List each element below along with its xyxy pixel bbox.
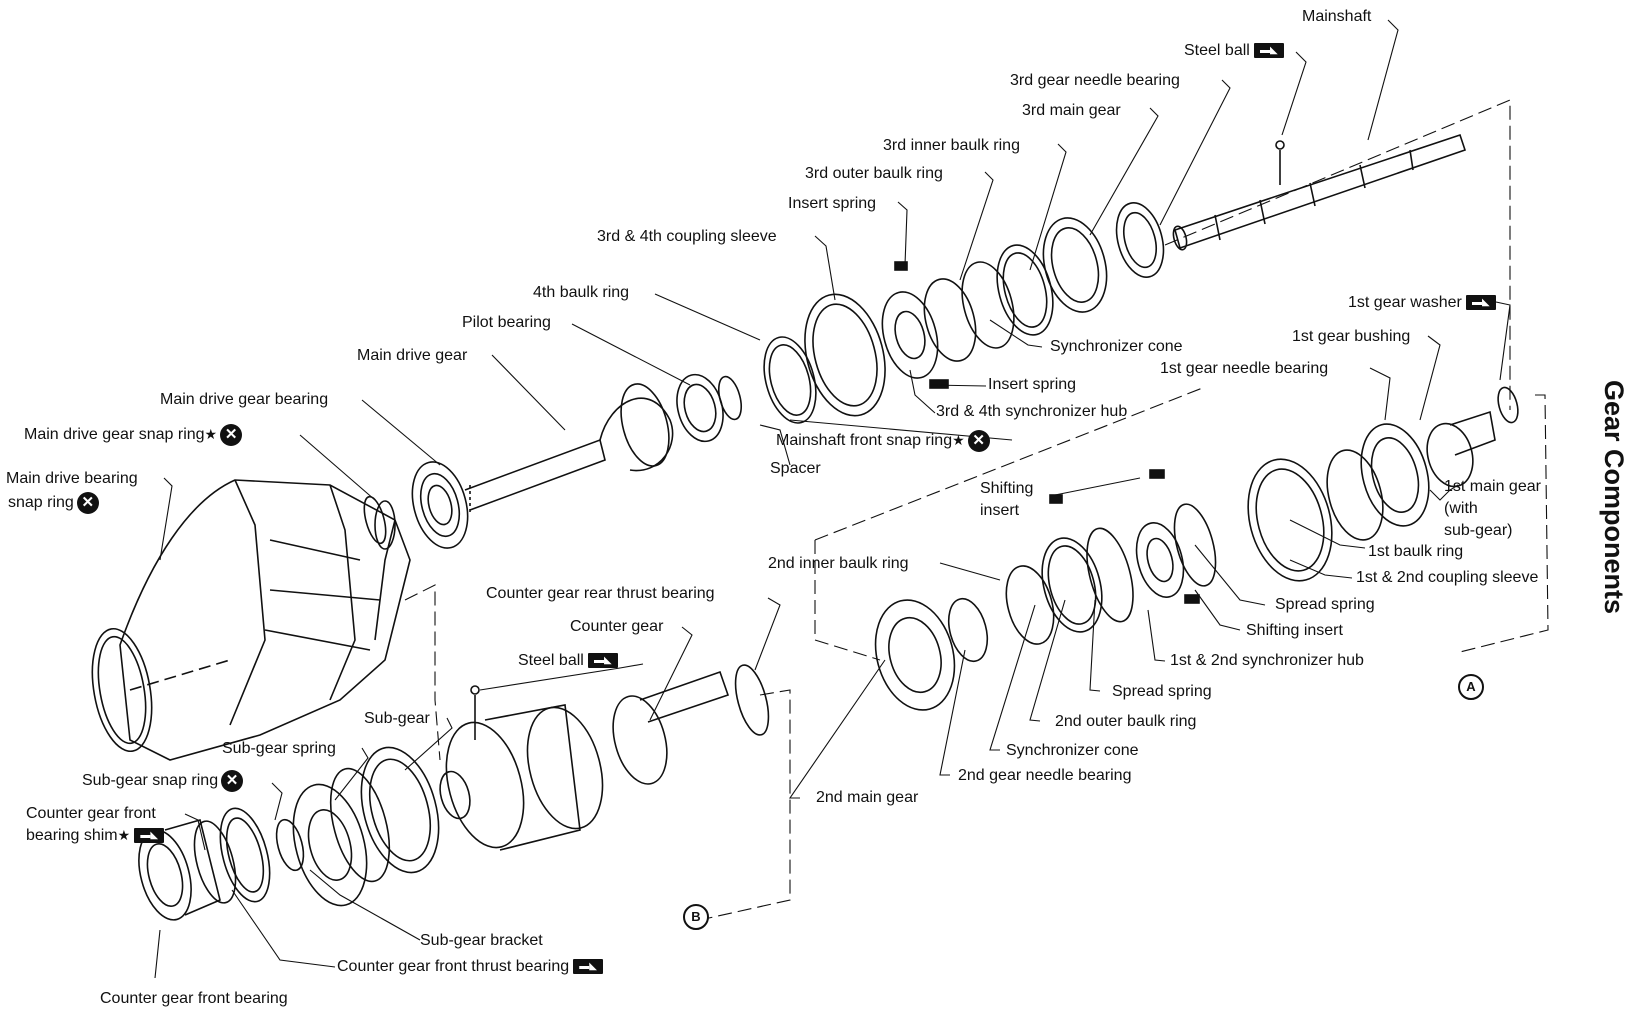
x-mark-icon: ✕ <box>76 492 99 514</box>
star-icon: ★ <box>117 827 131 843</box>
label-2nd-gear-needle-bearing: 2nd gear needle bearing <box>958 767 1132 784</box>
label-sub-gear: Sub-gear <box>364 710 430 727</box>
label-text: Mainshaft front snap ring <box>776 432 953 450</box>
label-mainshaft-front-snap-ring: Mainshaft front snap ring★✕ <box>776 430 990 452</box>
label-synchronizer-cone-bottom: Synchronizer cone <box>1006 742 1139 759</box>
label-main-drive-bearing: Main drive bearing <box>6 470 138 487</box>
reference-a: A <box>1458 674 1484 700</box>
label-3rd-gear-needle-bearing: 3rd gear needle bearing <box>1010 72 1180 89</box>
label-shifting-insert-right: Shifting insert <box>1246 622 1343 639</box>
label-3rd-outer-baulk-ring: 3rd outer baulk ring <box>805 165 943 182</box>
label-1st-main-gear: 1st main gear <box>1444 478 1541 495</box>
page-title: Gear Components <box>1599 380 1629 615</box>
x-mark-icon: ✕ <box>967 430 990 452</box>
grease-fitting-icon: ▬◣ <box>573 959 604 975</box>
dashed-frames <box>404 99 1549 921</box>
label-1st-gear-washer: 1st gear washer▬◣ <box>1348 294 1496 312</box>
label-text: snap ring <box>8 494 74 512</box>
label-spread-spring-right: Spread spring <box>1275 596 1375 613</box>
label-insert-spring-top: Insert spring <box>788 195 877 212</box>
label-sub-gear-spring: Sub-gear spring <box>222 740 336 757</box>
counter-gear-drawing <box>138 664 770 921</box>
label-4th-baulk-ring: 4th baulk ring <box>533 284 630 301</box>
label-text: Counter gear front thrust bearing <box>337 958 570 975</box>
leader-lines <box>154 19 1511 979</box>
label-text: Sub-gear snap ring <box>82 772 219 790</box>
transmission-case-drawing <box>91 479 411 761</box>
label-synchronizer-cone-top: Synchronizer cone <box>1050 338 1183 355</box>
synchronizer-12-drawing <box>874 386 1519 711</box>
label-text: 1st gear washer <box>1348 294 1462 311</box>
label-pilot-bearing: Pilot bearing <box>462 314 551 331</box>
label-1st-gear-needle-bearing: 1st gear needle bearing <box>1160 360 1329 377</box>
label-main-drive-gear-snap-ring: Main drive gear snap ring★✕ <box>24 424 243 446</box>
label-1st-main-gear-sub-gear: sub-gear) <box>1444 522 1513 539</box>
label-1st-gear-bushing: 1st gear bushing <box>1292 328 1411 345</box>
label-3rd-inner-baulk-ring: 3rd inner baulk ring <box>883 137 1020 154</box>
label-2nd-inner-baulk-ring: 2nd inner baulk ring <box>768 555 909 572</box>
label-sub-gear-snap-ring: Sub-gear snap ring✕ <box>82 770 244 792</box>
label-1st-2nd-coupling-sleeve: 1st & 2nd coupling sleeve <box>1356 569 1539 586</box>
label-sub-gear-bracket: Sub-gear bracket <box>420 932 543 949</box>
mainshaft-drawing <box>1172 133 1467 251</box>
label-insert-spring-mid: Insert spring <box>988 376 1077 393</box>
label-3rd-4th-coupling-sleeve: 3rd & 4th coupling sleeve <box>597 228 777 245</box>
label-mainshaft: Mainshaft <box>1302 8 1372 25</box>
label-shifting-insert-top-2: insert <box>980 502 1020 519</box>
label-3rd-main-gear: 3rd main gear <box>1022 102 1121 119</box>
label-main-drive-bearing-snap-ring: snap ring✕ <box>8 492 99 514</box>
x-mark-icon: ✕ <box>221 770 244 792</box>
label-text: Steel ball <box>1184 42 1250 59</box>
label-shifting-insert-top: Shifting <box>980 480 1034 497</box>
label-1st-baulk-ring: 1st baulk ring <box>1368 543 1464 560</box>
label-1st-2nd-synchronizer-hub: 1st & 2nd synchronizer hub <box>1170 652 1364 669</box>
label-2nd-outer-baulk-ring: 2nd outer baulk ring <box>1055 713 1197 730</box>
grease-fitting-icon: ▬◣ <box>134 828 165 844</box>
label-spacer: Spacer <box>770 460 821 477</box>
label-spread-spring-mid: Spread spring <box>1112 683 1212 700</box>
label-main-drive-gear-bearing: Main drive gear bearing <box>160 391 329 408</box>
label-counter-gear-front-bearing-shim: bearing shim★▬◣ <box>26 826 165 845</box>
label-counter-gear-front: Counter gear front <box>26 805 156 822</box>
label-1st-main-gear-with: (with <box>1444 500 1478 517</box>
label-text: Steel ball <box>518 652 584 669</box>
label-counter-gear-front-thrust-bearing: Counter gear front thrust bearing▬◣ <box>337 958 604 976</box>
x-mark-icon: ✕ <box>220 424 243 446</box>
star-icon: ★ <box>204 426 218 443</box>
main-drive-gear-drawing <box>363 336 817 549</box>
grease-fitting-icon: ▬◣ <box>1253 43 1284 59</box>
synchronizer-34-drawing <box>804 202 1165 417</box>
grease-fitting-icon: ▬◣ <box>1465 295 1496 311</box>
label-3rd-4th-synchronizer-hub: 3rd & 4th synchronizer hub <box>936 403 1128 420</box>
label-text: Main drive gear snap ring <box>24 426 205 444</box>
reference-b: B <box>683 904 709 930</box>
label-steel-ball-top: Steel ball▬◣ <box>1184 42 1284 60</box>
star-icon: ★ <box>952 432 965 449</box>
grease-fitting-icon: ▬◣ <box>587 653 618 669</box>
label-main-drive-gear: Main drive gear <box>357 347 468 364</box>
label-steel-ball-bottom: Steel ball▬◣ <box>518 652 618 670</box>
label-counter-gear: Counter gear <box>570 618 664 635</box>
label-2nd-main-gear: 2nd main gear <box>816 789 919 806</box>
label-counter-gear-rear-thrust-bearing: Counter gear rear thrust bearing <box>486 585 715 602</box>
label-text: bearing shim <box>26 827 118 844</box>
label-counter-gear-front-bearing: Counter gear front bearing <box>100 990 288 1007</box>
